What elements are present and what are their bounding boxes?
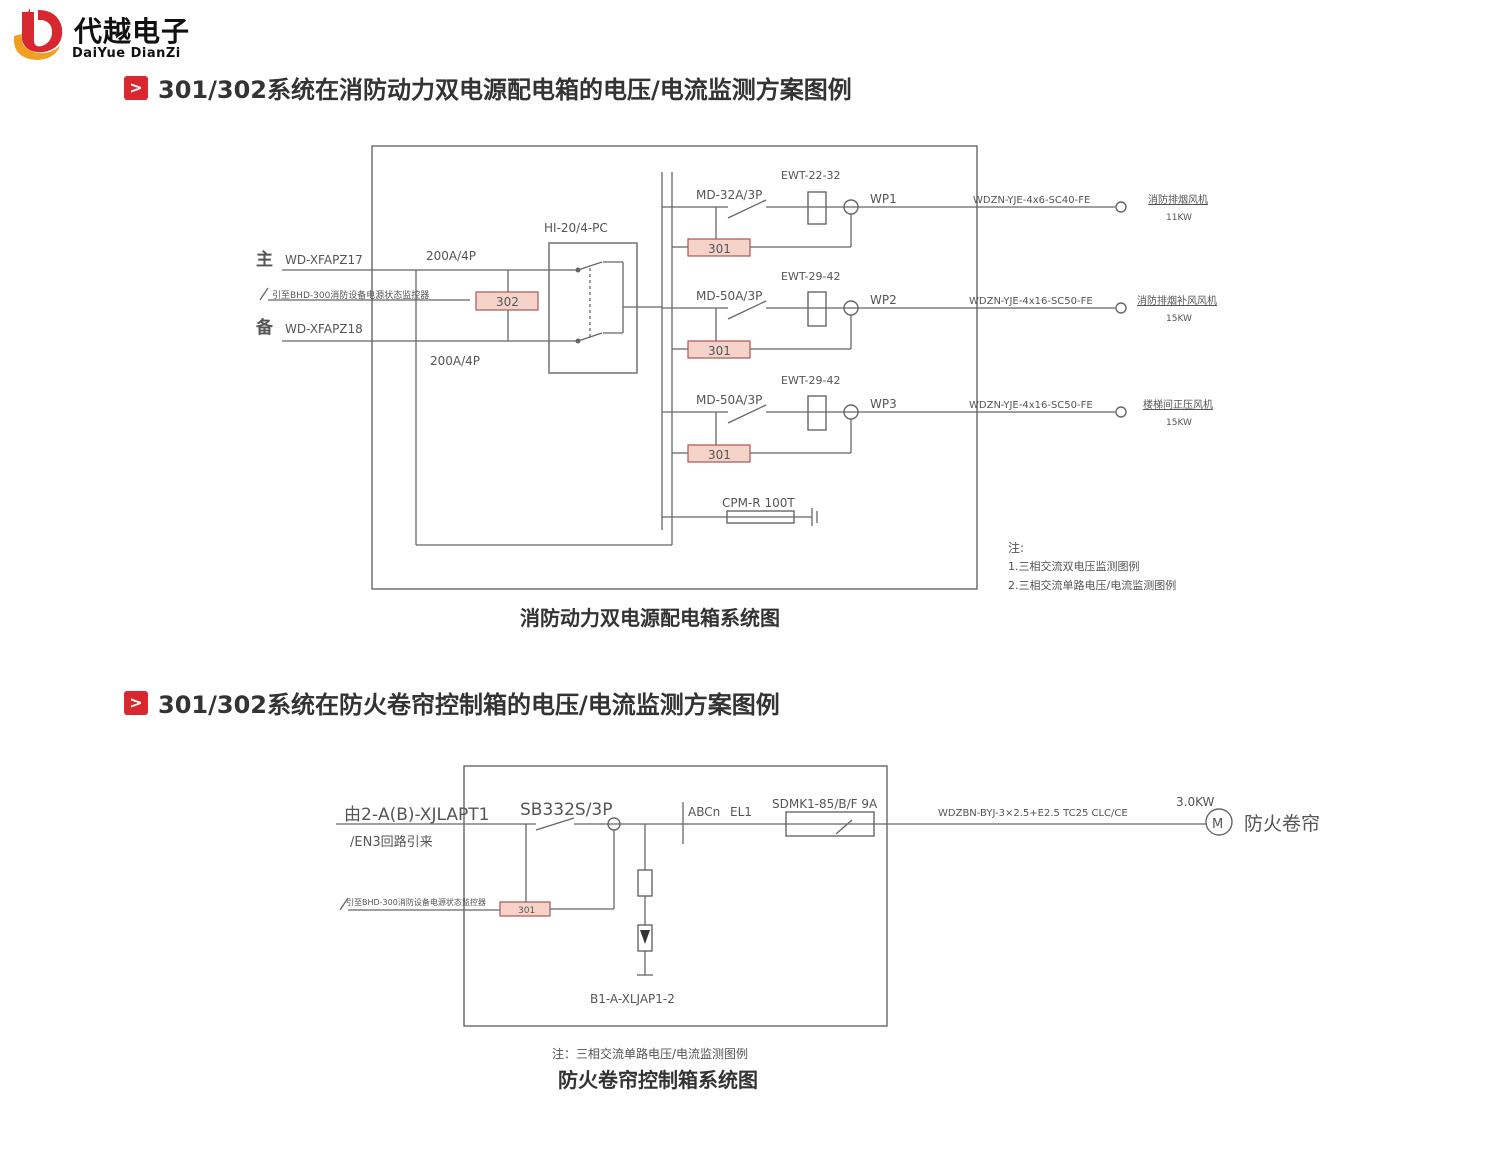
breaker-contact-wp2	[727, 300, 767, 320]
module-301-wp3	[687, 444, 751, 463]
brand-name-en: DaiYue DianZi	[72, 46, 181, 61]
circuit-label: EL1	[730, 805, 752, 819]
breaker-contact-wp1	[727, 199, 767, 219]
breaker-label: SB332S/3P	[520, 800, 613, 820]
backup-breaker-label: 200A/4P	[430, 354, 480, 368]
section-title-2-text: 301/302系统在防火卷帘控制箱的电压/电流监测方案图例	[158, 691, 780, 719]
breaker-wp2: MD-50A/3P	[696, 289, 762, 303]
main-source-label: 主	[256, 249, 273, 270]
cable-label: WDZBN-BYJ-3×2.5+E2.5 TC25 CLC/CE	[938, 808, 1128, 819]
circuit-wp2: EWT-29-42 MD-50A/3P 301 WP2 WDZN-YJE-4x1…	[662, 270, 1217, 359]
module-301-wp1	[687, 238, 751, 257]
breaker-wp1: MD-32A/3P	[696, 188, 762, 202]
ct-wp2	[807, 291, 827, 327]
control-box-frame	[463, 765, 888, 1027]
ats-switch-main	[577, 261, 603, 271]
power-label: 3.0KW	[1176, 795, 1215, 809]
breaker-contact	[535, 817, 575, 831]
circuit-wp3: EWT-29-42 MD-50A/3P 301 WP3 WDZN-YJE-4x1…	[662, 374, 1213, 463]
power-wp3: 15KW	[1166, 418, 1192, 428]
load-wp1: 消防排烟风机	[1148, 193, 1208, 206]
module-301-label: 301	[518, 906, 535, 916]
main-feed-label: WD-XFAPZ17	[285, 253, 363, 267]
cable-wp2: WDZN-YJE-4x16-SC50-FE	[969, 296, 1093, 307]
backup-source-label: 备	[255, 317, 274, 338]
phase-label: ABCn	[688, 805, 720, 819]
breaker-contact-wp3	[727, 404, 767, 424]
motor-wp2-icon	[1115, 302, 1127, 314]
module-301-wp2	[687, 340, 751, 359]
lead-note-slash	[259, 287, 269, 301]
brand-mark-icon	[13, 8, 63, 60]
spd-label: CPM-R 100T	[722, 496, 795, 510]
source-label: 由2-A(B)-XJLAPT1	[344, 805, 489, 825]
circuit-id-wp2: WP2	[870, 293, 897, 307]
chevron-right-icon: >	[124, 690, 148, 715]
brand-name-cn: 代越电子	[74, 15, 191, 48]
module-label-wp2: 301	[708, 344, 731, 358]
motor-wp1-icon	[1115, 201, 1127, 213]
brand-logo: 代越电子 DaiYue DianZi	[8, 6, 208, 66]
fuse	[637, 869, 653, 897]
ct-type-wp2: EWT-29-42	[781, 270, 840, 283]
ct-type-wp1: EWT-22-32	[781, 169, 840, 182]
cable-wp3: WDZN-YJE-4x16-SC50-FE	[969, 400, 1093, 411]
notes-title: 注:	[1008, 540, 1024, 555]
load-wp3: 楼梯间正压风机	[1143, 398, 1213, 411]
note-2: 2.三相交流单路电压/电流监测图例	[1008, 578, 1176, 592]
contactor-label: SDMK1-85/B/F 9A	[772, 797, 878, 811]
diagram1-caption: 消防动力双电源配电箱系统图	[520, 606, 780, 630]
monitor-lead-note-2: 引至BHD-300消防设备电源状态监控器	[346, 897, 486, 907]
power-wp1: 11KW	[1166, 213, 1192, 223]
module-label-wp3: 301	[708, 448, 731, 462]
diagram2-note: 注：三相交流单路电压/电流监测图例	[552, 1046, 748, 1061]
fire-shutter-control-diagram: 由2-A(B)-XJLAPT1 /EN3回路引来 SB332S/3P ABCn …	[336, 765, 1320, 1092]
diagram2-caption: 防火卷帘控制箱系统图	[558, 1068, 758, 1092]
motor-wp3-icon	[1115, 406, 1127, 418]
branch-label: B1-A-XLJAP1-2	[590, 992, 675, 1006]
module-302-box	[475, 291, 539, 311]
section-title-1-text: 301/302系统在消防动力双电源配电箱的电压/电流监测方案图例	[158, 76, 852, 104]
contactor-switch	[835, 819, 853, 835]
module-302-label: 302	[496, 295, 519, 309]
ct-type-wp3: EWT-29-42	[781, 374, 840, 387]
contactor-box	[785, 811, 875, 837]
ats-label: HI-20/4-PC	[544, 221, 608, 235]
motor-symbol: M	[1212, 817, 1223, 832]
lead-note-slash-2	[339, 897, 349, 911]
section-title-1: > 301/302系统在消防动力双电源配电箱的电压/电流监测方案图例	[124, 70, 852, 105]
power-wp2: 15KW	[1166, 314, 1192, 324]
load-wp2: 消防排烟补风风机	[1137, 294, 1217, 307]
main-breaker-label: 200A/4P	[426, 249, 476, 263]
ct-wp3	[807, 395, 827, 431]
circuit-wp1: EWT-22-32 MD-32A/3P 301 WP1 WDZN-YJE-4x6…	[662, 169, 1208, 257]
section-title-2: > 301/302系统在防火卷帘控制箱的电压/电流监测方案图例	[124, 685, 780, 720]
chevron-right-icon: >	[124, 75, 148, 100]
spd-arrow-icon	[640, 930, 650, 944]
cable-wp1: WDZN-YJE-4x6-SC40-FE	[973, 195, 1090, 206]
load-label: 防火卷帘	[1244, 813, 1320, 835]
circuit-id-wp1: WP1	[870, 192, 897, 206]
backup-feed-label: WD-XFAPZ18	[285, 322, 363, 336]
dual-power-distribution-diagram: 主 备 WD-XFAPZ17 WD-XFAPZ18 200A/4P 200A/4…	[255, 145, 1217, 630]
monitor-lead-note: 引至BHD-300消防设备电源状态监控器	[272, 289, 429, 301]
ct-wp1	[807, 191, 827, 225]
note-1: 1.三相交流双电压监测图例	[1008, 559, 1140, 573]
module-label-wp1: 301	[708, 242, 731, 256]
source-sublabel: /EN3回路引来	[350, 834, 433, 850]
circuit-id-wp3: WP3	[870, 397, 897, 411]
breaker-wp3: MD-50A/3P	[696, 393, 762, 407]
spd-box	[726, 510, 795, 524]
distribution-box-frame	[371, 145, 978, 590]
motor-icon	[1205, 808, 1233, 836]
ats-box	[548, 242, 638, 374]
